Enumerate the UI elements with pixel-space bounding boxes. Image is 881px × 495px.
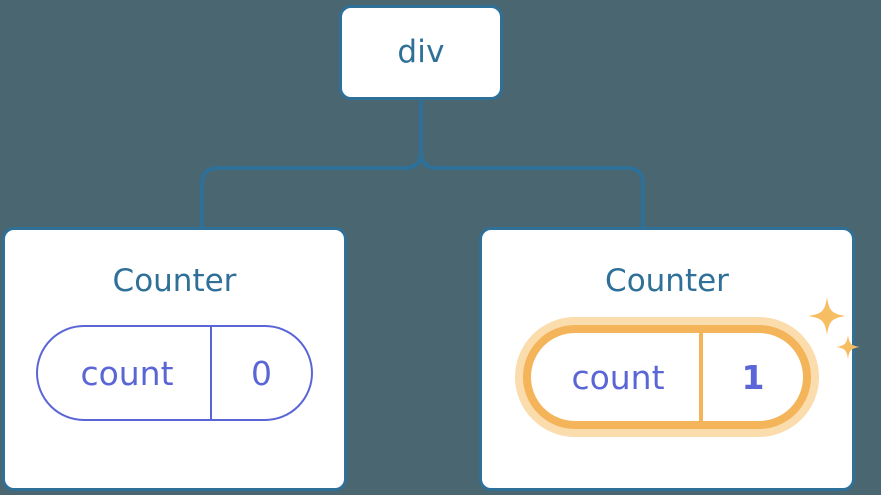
node-div[interactable]: div [339,5,503,100]
node-counter-left[interactable]: Counter count 0 [2,227,347,491]
state-pill-left[interactable]: count 0 [36,325,313,421]
node-counter-right[interactable]: Counter count 1 [479,227,860,491]
connector-trunk [200,98,423,229]
state-pill-right[interactable]: count 1 [523,325,811,429]
node-counter-left-label: Counter [112,263,237,299]
state-pill-left-key: count [38,327,212,419]
connector-branch-right [419,150,645,229]
node-div-label: div [397,34,445,70]
sparkles-icon [808,297,860,359]
state-pill-left-wrap: count 0 [36,325,313,421]
state-pill-right-value: 1 [741,357,765,397]
state-pill-right-wrap: count 1 [523,297,860,429]
state-pill-left-value: 0 [251,353,272,393]
state-pill-right-key: count [531,333,703,421]
sparkle-large-icon [808,297,846,335]
node-counter-right-label: Counter [605,263,729,299]
